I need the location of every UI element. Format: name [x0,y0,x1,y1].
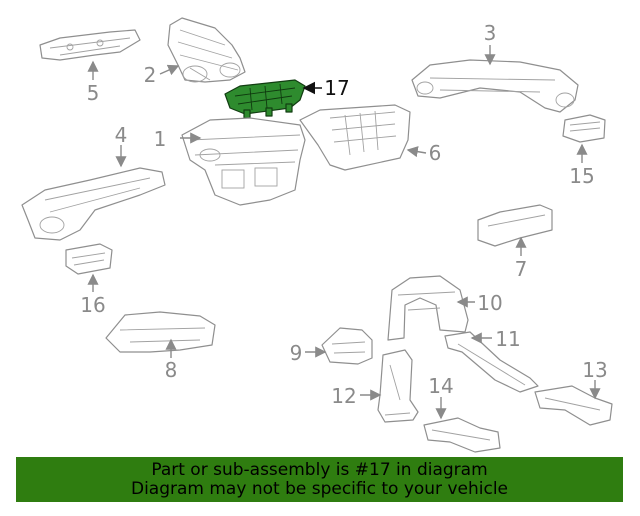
callout-11: 11 [495,327,520,351]
part-12-shape [377,349,419,423]
part-6-shape [299,104,411,171]
banner-line-2: Diagram may not be specific to your vehi… [130,478,508,499]
callout-7: 7 [515,257,528,281]
part-13-shape [534,385,613,426]
callout-17-highlighted: 17 [324,76,349,100]
callout-6: 6 [429,141,442,165]
part-15-shape [562,114,606,143]
callout-5: 5 [87,81,100,105]
callout-2: 2 [144,63,157,87]
leader-lines [87,45,601,420]
callout-3: 3 [484,21,497,45]
part-9-shape [321,327,373,365]
banner-line-1: Part or sub-assembly is #17 in diagram [151,459,488,480]
part-10-shape [387,275,469,341]
part-17-shape [224,79,306,119]
callout-16: 16 [80,293,105,317]
part-7-shape [477,204,553,247]
callout-12: 12 [331,384,356,408]
part-3-shape [411,59,579,113]
callout-14: 14 [428,374,453,398]
part-2-shape [167,17,246,83]
part-1-shape [181,117,306,206]
part-4-shape [21,167,166,241]
part-16-shape [65,243,113,275]
callout-8: 8 [165,358,178,382]
callout-labels: 1 2 3 4 5 6 7 8 9 10 11 12 13 14 15 16 1… [80,21,607,408]
callout-13: 13 [582,358,607,382]
part-14-shape [423,417,501,453]
callout-1: 1 [154,127,167,151]
callout-9: 9 [290,341,303,365]
callout-10: 10 [477,291,502,315]
callout-4: 4 [115,123,128,147]
part-8-shape [105,311,216,353]
callout-15: 15 [569,164,594,188]
part-11-shape [444,331,539,393]
info-banner: Part or sub-assembly is #17 in diagram D… [16,457,623,502]
part-5-shape [39,29,141,61]
